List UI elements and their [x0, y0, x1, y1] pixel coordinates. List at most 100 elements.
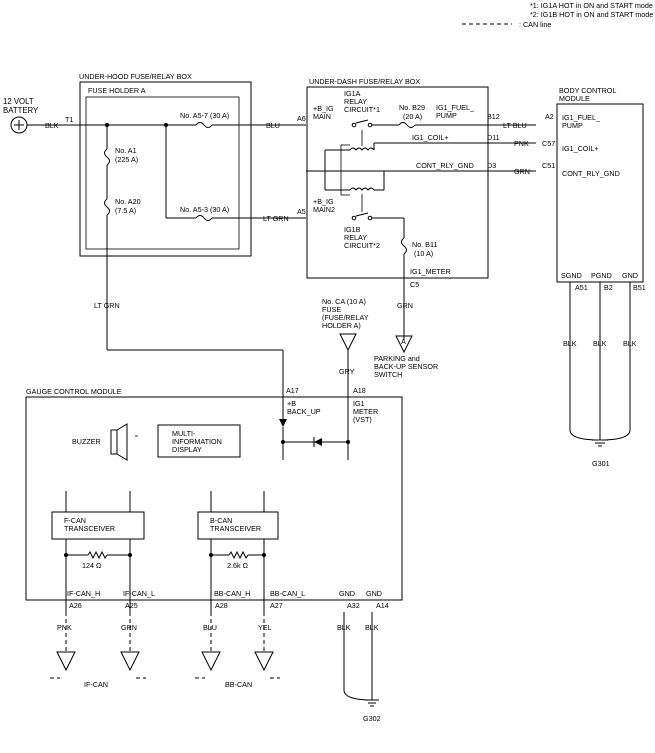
note-1: *1: IG1A HOT in ON and START mode — [530, 1, 653, 10]
battery-wire-label: BLK — [45, 121, 59, 130]
ground-g302-label: G302 — [363, 714, 381, 723]
ig1b-3: CIRCUIT*2 — [344, 241, 380, 250]
wire-grn-label: GRN — [514, 167, 530, 176]
bb-can-label: BB-CAN — [225, 680, 252, 689]
terminal-t1: T1 — [65, 115, 73, 124]
term-a6: A6 — [297, 114, 306, 123]
bcm-title-2: MODULE — [559, 94, 590, 103]
fuse-b11-rating: (10 A) — [414, 249, 433, 258]
underdash-title: UNDER-DASH FUSE/RELAY BOX — [309, 77, 420, 86]
battery-label-2: BATTERY — [3, 106, 39, 115]
gcm-title: GAUGE CONTROL MODULE — [26, 387, 122, 396]
ig1b-1: IG1B — [344, 225, 361, 234]
ground-g301-label: G301 — [592, 459, 610, 468]
bcm-term-a51: A51 — [575, 283, 588, 292]
gcm-term-a14: A14 — [376, 601, 389, 610]
resistor-124-icon — [87, 550, 108, 560]
ig1-coil-label: IG1_COIL+ — [412, 133, 449, 142]
bcm-ig1-coil: IG1_COIL+ — [562, 144, 599, 153]
underdash-box — [306, 86, 489, 279]
ig1b-relay-contact-icon — [351, 212, 373, 221]
fuse-ca-4: HOLDER A) — [322, 321, 361, 330]
ig1a-relay-contact-icon — [351, 119, 373, 128]
wire-blk-a32-label: BLK — [337, 623, 351, 632]
fuse-b11-no: No. B11 — [412, 240, 437, 249]
fuse-ca-connector-icon — [339, 333, 357, 352]
bcan-transceiver-box — [197, 511, 279, 540]
fuse-a20-rating: (7.5 A) — [115, 206, 136, 215]
bcm-box — [556, 103, 644, 283]
term-c5: C5 — [410, 280, 419, 289]
gcm-ig1-meter-3: (VST) — [353, 415, 372, 424]
ig1a-3: CIRCUIT*1 — [344, 105, 380, 114]
fuse-a5-7-label: No. A5-7 (30 A) — [180, 111, 229, 120]
gcm-term-a27: A27 — [270, 601, 283, 610]
cont-rly-gnd-label: CONT_RLY_GND — [416, 161, 474, 170]
parking-label-1: PARKING and — [374, 354, 420, 363]
fuse-a1-no: No. A1 — [115, 146, 137, 155]
wire-blk-a14-label: BLK — [365, 623, 379, 632]
bcm-cont-rly-gnd: CONT_RLY_GND — [562, 169, 620, 178]
term-b12: B12 — [487, 112, 500, 121]
bcm-sgnd: SGND — [561, 271, 582, 280]
underhood-box — [79, 81, 252, 257]
ig1a-1: IG1A — [344, 89, 361, 98]
wire-lt-grn-down-label: LT GRN — [94, 301, 120, 310]
junction-dot — [262, 553, 266, 557]
ig1a-2: RELAY — [344, 97, 367, 106]
wire-grn-c5-label: GRN — [397, 301, 413, 310]
mid-1: MULTI- — [172, 429, 196, 438]
bcm-fuel-pump-2: PUMP — [562, 121, 583, 130]
fuse-a20-no: No. A20 — [115, 197, 141, 206]
ground-g302-icon — [365, 699, 379, 707]
term-d3: D3 — [487, 161, 496, 170]
if-can-connector-icon — [56, 651, 140, 672]
gcm-box — [25, 396, 403, 601]
fuse-a1-icon — [103, 148, 111, 166]
bcm-term-a2: A2 — [545, 112, 554, 121]
gcm-ig1-meter-1: IG1 — [353, 399, 365, 408]
fuse-ca-3: (FUSE/RELAY — [322, 313, 369, 322]
gcm-b-backup-1: +B — [287, 399, 296, 408]
if-can-h-label: IF-CAN_H — [67, 589, 100, 598]
bcm-term-b51: B51 — [633, 283, 646, 292]
wire-lt-blu-label: LT BLU — [503, 121, 527, 130]
note-2: *2: IG1B HOT in ON and START mode — [530, 10, 653, 19]
wire-blu-a28-label: BLU — [203, 623, 217, 632]
ig1-fuel-pump-1: IG1_FUEL_ — [436, 103, 475, 112]
ig1a-relay-coil-icon — [349, 147, 375, 151]
gcm-term-a26: A26 — [69, 601, 82, 610]
wire-grn-a25-label: GRN — [121, 623, 137, 632]
term-a5: A5 — [297, 207, 306, 216]
b-ig-main-2: MAIN — [313, 112, 331, 121]
fuse-holder-a-label: FUSE HOLDER A — [88, 86, 146, 95]
bcm-term-c57: C57 — [542, 139, 555, 148]
can-line-legend: : CAN line — [519, 20, 551, 29]
bb-can-h-label: BB-CAN_H — [214, 589, 250, 598]
buzzer-icon — [110, 423, 138, 461]
junction-dot — [209, 553, 213, 557]
bcm-title-1: BODY CONTROL — [559, 86, 616, 95]
junction-dot — [64, 553, 68, 557]
term-d11: D11 — [487, 133, 500, 142]
gcm-term-a25: A25 — [125, 601, 138, 610]
fuse-ca-1: No. CA (10 A) — [322, 297, 366, 306]
fuse-b29-rating: (20 A) — [403, 112, 422, 121]
ig1b-relay-coil-icon — [349, 187, 375, 191]
bcm-pgnd: PGND — [591, 271, 612, 280]
bcm-term-b2: B2 — [604, 283, 613, 292]
if-can-label: IF-CAN — [84, 680, 108, 689]
fuse-a20-icon — [103, 198, 111, 216]
wire-pnk-a26-label: PNK — [57, 623, 72, 632]
junction-dot — [346, 440, 350, 444]
fuse-a1-rating: (225 A) — [115, 155, 138, 164]
diode-icon — [313, 437, 322, 447]
gcm-ig1-meter-2: METER — [353, 407, 378, 416]
parking-connector-icon — [395, 335, 413, 354]
fcan-2: TRANSCEIVER — [64, 524, 115, 533]
wire-blk-a51-label: BLK — [563, 339, 577, 348]
gcm-b-backup-2: BACK_UP — [287, 407, 321, 416]
parking-label-3: SWITCH — [374, 370, 402, 379]
junction-dot — [128, 553, 132, 557]
wire-blu-label: BLU — [266, 121, 280, 130]
